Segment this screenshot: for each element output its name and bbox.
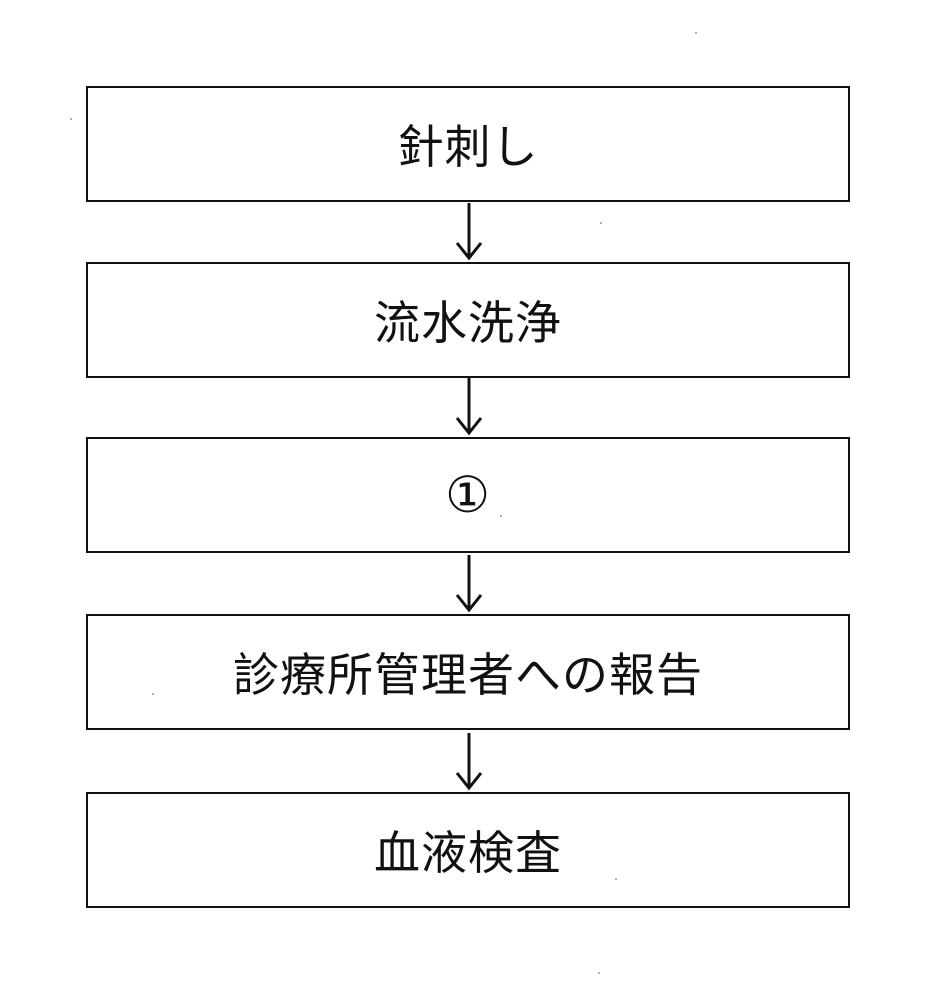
- scan-speck: [152, 693, 154, 695]
- down-arrow-icon: [449, 203, 489, 261]
- step-label-report-to-manager: 診療所管理者への報告: [233, 648, 703, 702]
- step-label-blank-1: ①: [445, 466, 491, 524]
- step-box-blank-1: ①: [86, 437, 850, 553]
- scan-speck: [615, 878, 617, 880]
- scan-speck: [695, 32, 697, 34]
- scan-speck: [70, 118, 72, 120]
- scan-speck: [598, 972, 600, 974]
- down-arrow-icon: [449, 733, 489, 791]
- step-label-running-water-wash: 流水洗浄: [374, 296, 562, 350]
- scan-speck: [600, 222, 602, 224]
- down-arrow-icon: [449, 378, 489, 436]
- step-box-report-to-manager: 診療所管理者への報告: [86, 614, 850, 730]
- step-label-needlestick: 針刺し: [397, 120, 539, 174]
- down-arrow-icon: [449, 555, 489, 613]
- scan-speck: [500, 515, 502, 517]
- step-box-needlestick: 針刺し: [86, 86, 850, 202]
- step-box-blood-test: 血液検査: [86, 792, 850, 908]
- step-label-blood-test: 血液検査: [374, 826, 562, 880]
- step-box-running-water-wash: 流水洗浄: [86, 262, 850, 378]
